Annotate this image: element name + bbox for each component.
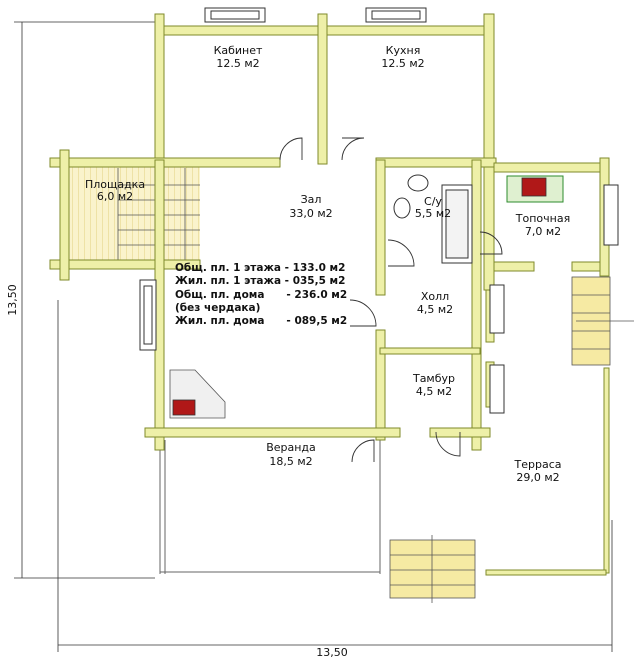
room-terrasa-area: 29,0 м2	[516, 471, 559, 484]
room-kholl-area: 4,5 м2	[417, 303, 453, 316]
room-tambur-name: Тамбур	[412, 372, 455, 385]
room-su-area: 5,5 м2	[415, 207, 451, 220]
dimension-height: 13,50	[6, 284, 19, 316]
room-veranda-name: Веранда	[266, 441, 316, 454]
room-kabinet-name: Кабинет	[214, 44, 263, 57]
stair-landing	[60, 165, 200, 265]
log-walls	[49, 13, 610, 451]
terrace-rail	[159, 367, 610, 576]
windows	[139, 7, 619, 414]
room-zal-name: Зал	[301, 193, 322, 206]
room-kukhnya-name: Кухня	[386, 44, 421, 57]
stats-line-2: Жил. пл. 1 этажа - 035,5 м2	[175, 275, 345, 287]
dimension-width: 13,50	[316, 646, 348, 659]
stove-veranda	[169, 369, 226, 419]
room-ploshchadka-name: Площадка	[85, 178, 145, 191]
room-topochnaya-name: Топочная	[515, 212, 570, 225]
room-kabinet-area: 12.5 м2	[216, 57, 259, 70]
terrace-steps	[389, 276, 634, 603]
stats-line-4: (без чердака)	[175, 302, 260, 314]
room-topochnaya-area: 7,0 м2	[525, 225, 561, 238]
dimension-lines	[14, 21, 613, 652]
room-su-name: С/у	[424, 195, 442, 208]
room-kukhnya-area: 12.5 м2	[381, 57, 424, 70]
room-kholl-name: Холл	[421, 290, 449, 303]
bathroom-fixtures	[393, 174, 473, 264]
stove-boiler-room	[506, 175, 564, 203]
room-tambur-area: 4,5 м2	[416, 385, 452, 398]
stats-line-1: Общ. пл. 1 этажа - 133.0 м2	[175, 262, 345, 274]
doors	[279, 137, 503, 463]
stats-line-3: Общ. пл. дома - 236.0 м2	[175, 289, 347, 301]
stats-line-5: Жил. пл. дома - 089,5 м2	[175, 315, 347, 327]
room-zal-area: 33,0 м2	[289, 207, 332, 220]
room-ploshchadka-area: 6,0 м2	[97, 190, 133, 203]
room-terrasa-name: Терраса	[514, 458, 562, 471]
room-veranda-area: 18,5 м2	[269, 455, 312, 468]
